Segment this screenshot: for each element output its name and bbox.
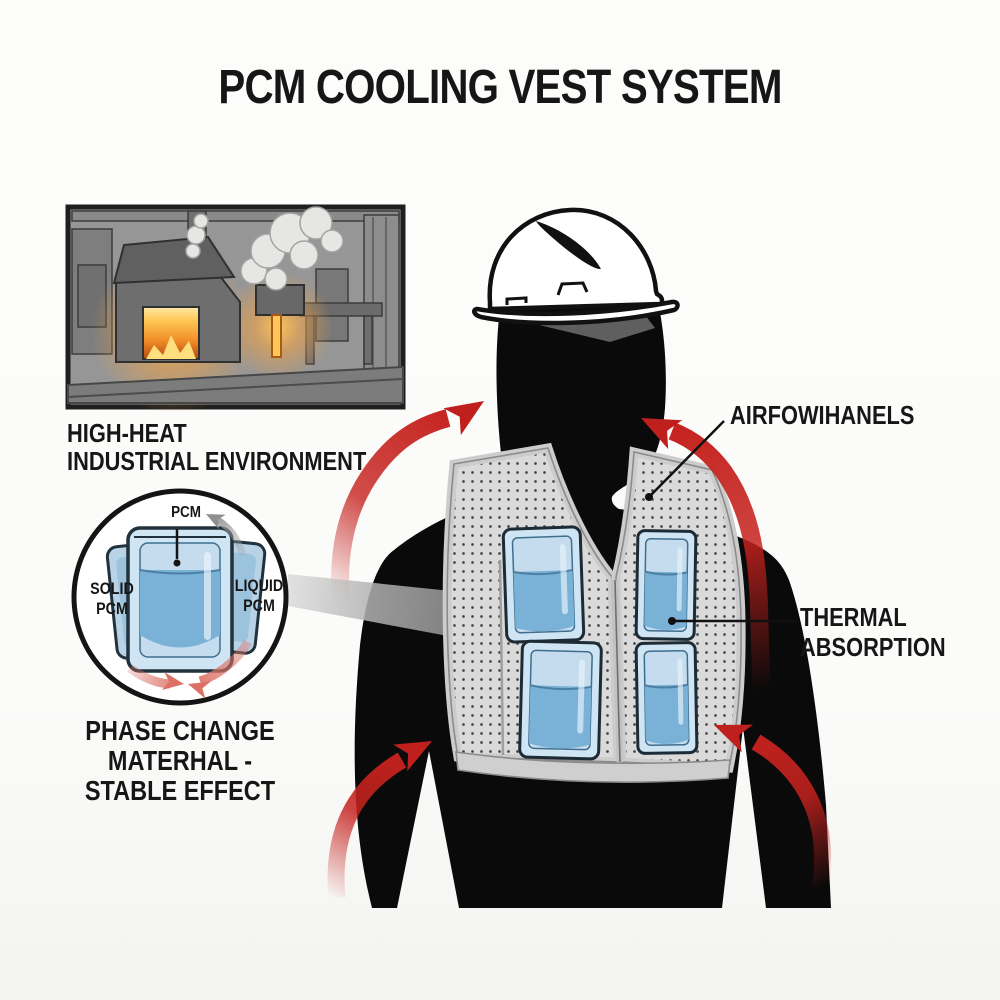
molten-stream	[271, 314, 282, 358]
phase-arrow-left	[127, 664, 184, 690]
phase-change-caption: PHASE CHANGE MATERHAL - STABLE EFFECT	[84, 715, 276, 806]
phase-arrow-right	[188, 639, 252, 699]
hard-hat	[472, 207, 680, 342]
pcm-pack-upper-right	[634, 529, 698, 641]
pcm-callout-dot	[173, 559, 181, 567]
airflow-arrow-upper-right	[641, 418, 771, 691]
pcm-pouch-front	[126, 526, 234, 673]
smoke-clouds	[185, 206, 344, 291]
thermal-absorption-label: THERMAL ABSORPTION	[800, 602, 946, 662]
pcm-pack-upper-left	[501, 525, 586, 644]
furnace-hood	[112, 235, 236, 285]
magnifier-beam	[288, 574, 480, 642]
page-title: PCM COOLING VEST SYSTEM	[218, 61, 782, 114]
pcm-detail-circle	[71, 488, 289, 706]
pcm-label: PCM	[171, 504, 201, 521]
melt-arrow-gray	[206, 514, 247, 557]
hard-hat-dome	[487, 207, 665, 312]
airflow-channels-label: AIRFOWIHANELS	[730, 400, 915, 430]
hard-hat-ridge	[536, 221, 601, 270]
airflow-arrow-lower-left	[327, 741, 432, 899]
hard-hat-vent-center	[556, 281, 589, 296]
cooling-vest	[442, 442, 746, 783]
pcm-pack-lower-right	[634, 641, 699, 755]
flame-icon	[146, 335, 196, 359]
vest-side-seam	[498, 559, 505, 756]
industrial-environment-label: HIGH-HEAT INDUSTRIAL ENVIRONMENT	[67, 419, 366, 475]
pcm-pack-lower-left	[518, 639, 603, 761]
hard-hat-brim	[472, 299, 680, 326]
hard-hat-vent-left	[505, 296, 528, 305]
solid-pcm-label: SOLID PCM	[90, 579, 134, 618]
vest-hem-band	[455, 751, 731, 783]
industrial-environment-label-line1: HIGH-HEAT	[67, 418, 187, 448]
airflow-arrow-upper-left	[330, 401, 484, 606]
liquid-pcm-label: LIQUID PCM	[234, 576, 284, 615]
airflow-arrow-lower-right	[714, 724, 832, 890]
industrial-scene-illustration	[65, 204, 406, 414]
industrial-environment-label-line2: INDUSTRIAL ENVIRONMENT	[67, 446, 367, 476]
airflow-callout	[645, 420, 725, 501]
thermal-callout	[668, 617, 797, 625]
